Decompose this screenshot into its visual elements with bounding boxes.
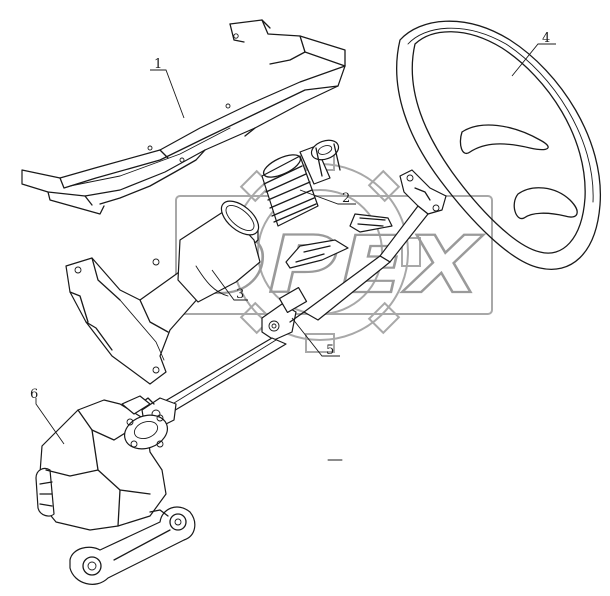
rubber-boot xyxy=(261,139,341,227)
steering-gear xyxy=(35,395,196,585)
column-housing xyxy=(65,200,261,385)
leader-1 xyxy=(150,69,185,119)
leader-4 xyxy=(511,43,556,77)
callout-2: 2 xyxy=(342,191,350,206)
leader-3 xyxy=(211,269,248,301)
leader-2 xyxy=(299,189,356,205)
leader-6 xyxy=(35,398,65,445)
callout-3: 3 xyxy=(236,287,244,302)
leader-5 xyxy=(291,317,340,357)
callout-4: 4 xyxy=(542,31,550,46)
steering-shaft xyxy=(139,169,447,429)
watermark-frame xyxy=(175,195,493,315)
steering-wheel xyxy=(396,20,601,270)
leader-lines xyxy=(35,43,556,445)
callout-5: 5 xyxy=(326,343,334,358)
callout-6: 6 xyxy=(30,387,38,402)
callout-labels: 1 2 3 4 5 6 xyxy=(30,31,550,402)
callout-1: 1 xyxy=(154,57,162,72)
mounting-bracket xyxy=(21,19,346,215)
